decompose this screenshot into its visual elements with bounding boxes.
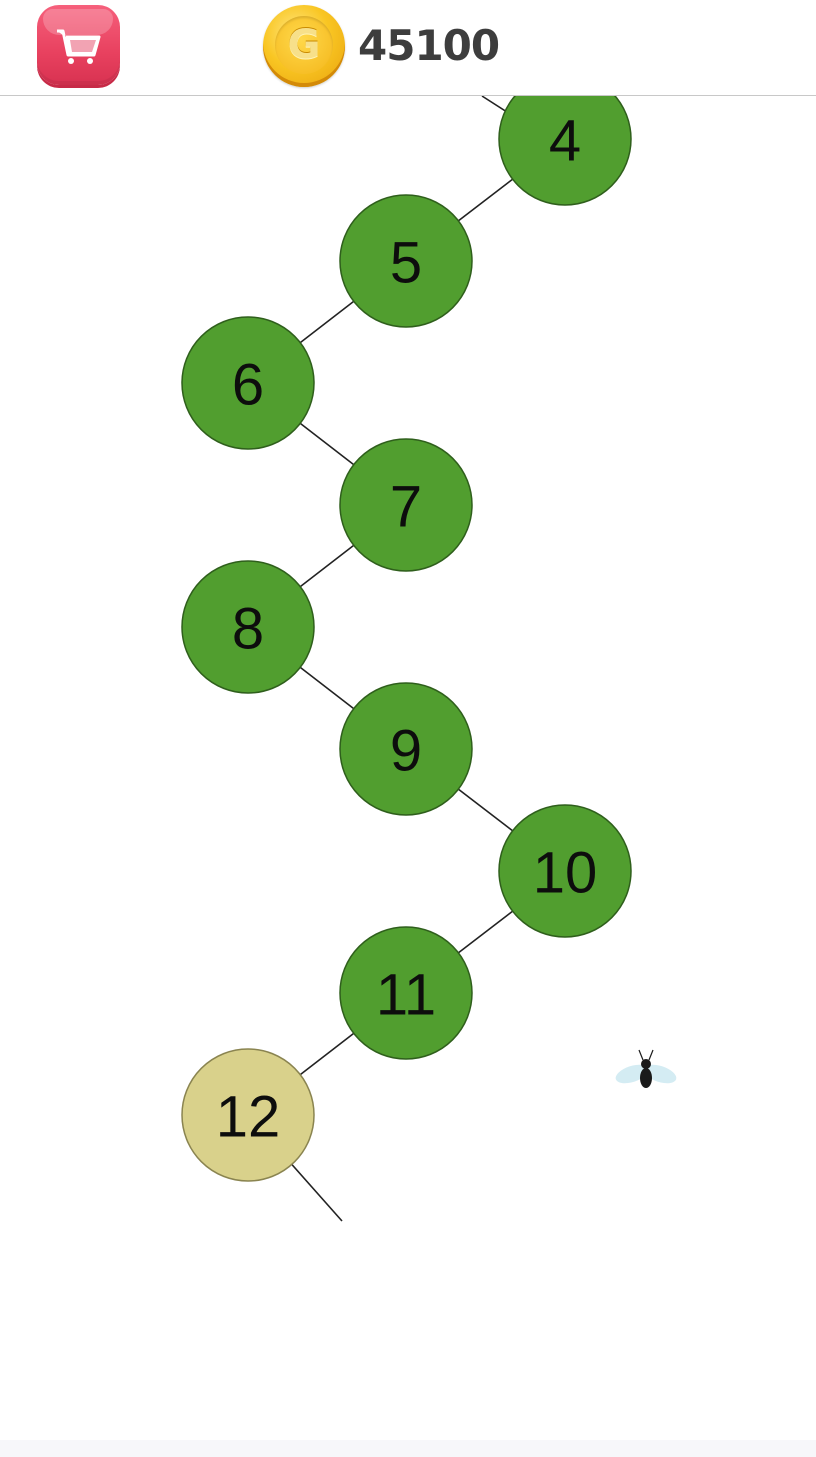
fly-icon	[615, 1049, 677, 1088]
level-node-circle	[339, 194, 473, 328]
level-number: 7	[390, 475, 422, 540]
level-node-circle	[181, 560, 315, 694]
level-node-circle	[181, 316, 315, 450]
shop-button[interactable]	[37, 5, 120, 85]
level-number: 6	[232, 353, 264, 418]
level-node-9[interactable]: 9	[339, 682, 473, 816]
level-node-circle	[339, 438, 473, 572]
bottom-edge	[0, 1440, 816, 1457]
level-node-circle	[181, 1048, 315, 1182]
level-node-11[interactable]: 11	[339, 926, 473, 1060]
shop-button-gloss	[43, 9, 113, 35]
coin-balance: 45100	[358, 21, 500, 70]
level-node-6[interactable]: 6	[181, 316, 315, 450]
level-node-circle	[339, 926, 473, 1060]
level-number: 4	[549, 109, 581, 174]
level-number: 11	[376, 963, 436, 1028]
top-bar: G 45100	[0, 0, 816, 96]
level-number: 9	[390, 719, 422, 784]
shopping-cart-icon	[57, 29, 101, 64]
level-node-7[interactable]: 7	[339, 438, 473, 572]
level-number: 8	[232, 597, 264, 662]
level-node-circle	[339, 682, 473, 816]
coin-symbol: G	[275, 16, 333, 74]
level-node-10[interactable]: 10	[498, 804, 632, 938]
level-node-8[interactable]: 8	[181, 560, 315, 694]
level-number: 10	[533, 841, 598, 906]
level-number: 12	[216, 1085, 281, 1150]
level-node-12[interactable]: 12	[181, 1048, 315, 1182]
level-number: 5	[390, 231, 422, 296]
level-nodes: 4 5 6 7 8 9 10 11 12	[181, 72, 632, 1182]
level-node-circle	[498, 804, 632, 938]
gold-coin-icon: G	[263, 5, 345, 87]
level-node-5[interactable]: 5	[339, 194, 473, 328]
